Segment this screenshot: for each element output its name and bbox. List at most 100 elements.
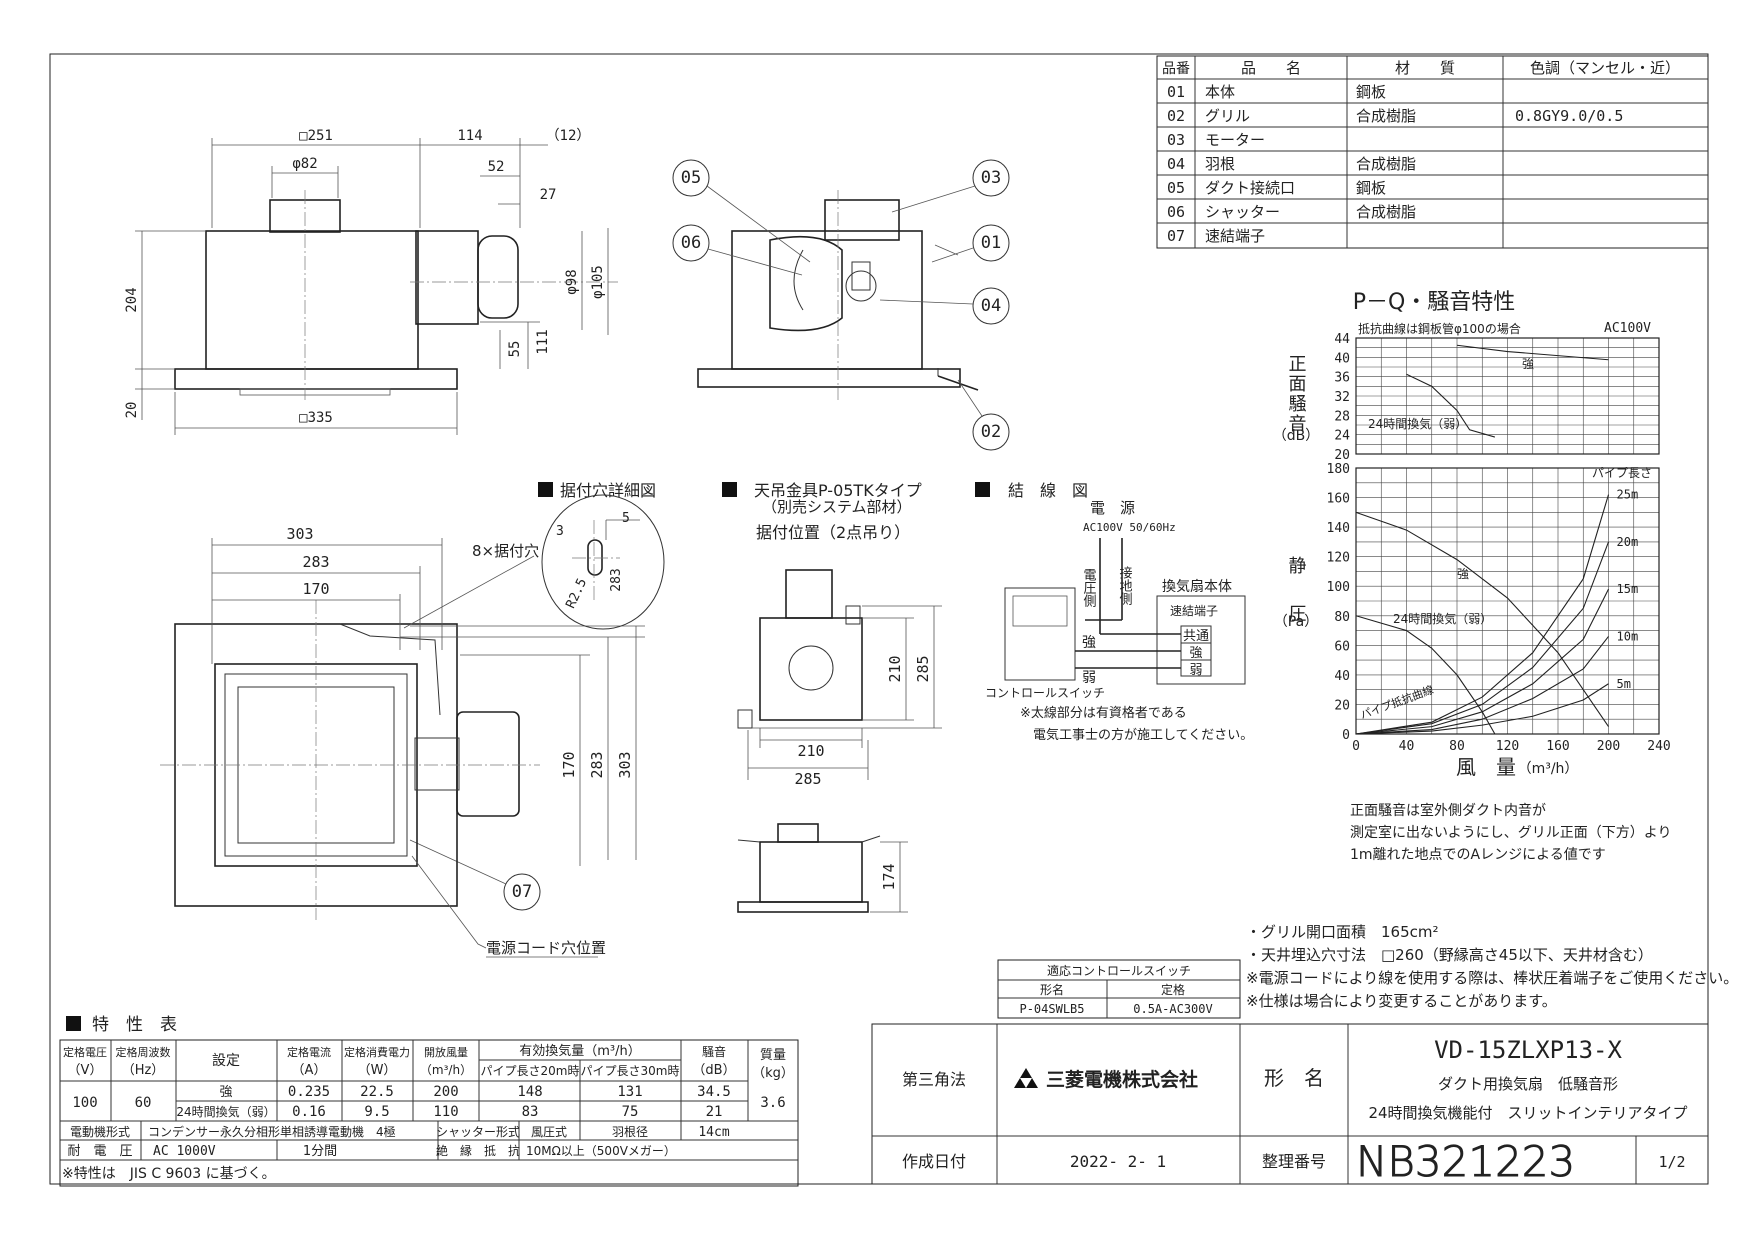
row1-current: 0.235 [288, 1084, 330, 1100]
row1-eff20: 148 [517, 1084, 542, 1100]
page-number: 1/2 [1658, 1153, 1685, 1171]
callout-03: 03 [981, 168, 1001, 188]
row1-eff30: 131 [617, 1084, 642, 1100]
wiring-note1: ※太線部分は有資格者である [1020, 705, 1187, 721]
series-line [1456, 344, 1609, 361]
bottom-view: 303 283 170 8×据付穴 170 283 303 電源コード穴位置 [160, 525, 645, 958]
series-line [1355, 588, 1609, 735]
wiring-label-strong: 強 [1082, 635, 1096, 651]
shutter-label: シャッター形式 [436, 1125, 520, 1139]
mounting-holes-label: 8×据付穴 [472, 542, 539, 560]
switch-h-model: 形名 [1040, 982, 1064, 997]
date-label: 作成日付 [902, 1152, 966, 1171]
dim-52: 52 [488, 159, 505, 175]
h-current-unit: （A） [292, 1063, 327, 1078]
pressure-y-tick: 180 [1327, 462, 1350, 477]
callouts: 05 03 06 01 04 02 07 [409, 159, 1010, 911]
side-view: □251 114 （12） φ82 52 27 204 φ98 φ105 55 … [124, 128, 618, 435]
part-material: 鋼板 [1356, 83, 1386, 101]
h-mass: 質量 [760, 1048, 786, 1063]
part-material: 合成樹脂 [1356, 155, 1416, 173]
parts-header-no: 品番 [1162, 61, 1190, 77]
withstand-time: 1分間 [303, 1144, 337, 1159]
logo-mark-1 [1020, 1068, 1032, 1078]
h-open: 開放風量 [424, 1045, 468, 1059]
x-tick: 40 [1399, 739, 1415, 754]
dim-204: 204 [124, 287, 140, 312]
part-material: 合成樹脂 [1356, 203, 1416, 221]
blade-value: 14cm [698, 1125, 729, 1140]
pressure-strong-label: 強 [1457, 567, 1469, 581]
wiring-hot: 電圧側 [1081, 568, 1097, 607]
dim-20: 20 [124, 402, 140, 419]
h-effective-20m: パイプ長さ20m時 [481, 1064, 580, 1078]
bv-dim-170: 170 [302, 580, 329, 598]
row1-noise: 34.5 [697, 1084, 731, 1100]
projection: 第三角法 [902, 1070, 966, 1089]
pressure-y-tick: 80 [1334, 610, 1350, 625]
dim-27: 27 [540, 187, 557, 203]
dim-335: □335 [299, 410, 333, 426]
pipe-length-label: 5m [1617, 677, 1631, 691]
row2-noise: 21 [706, 1104, 723, 1120]
hole-detail: 据付穴詳細図 3 5 283 R2.5 [538, 481, 665, 630]
noise-weak-label: 24時間換気（弱） [1368, 416, 1467, 431]
chart-xunit: （m³/h） [1518, 761, 1579, 777]
x-tick: 160 [1546, 739, 1569, 754]
model-desc-1: ダクト用換気扇 低騒音形 [1438, 1075, 1618, 1093]
wiring-title: 結 線 図 [1008, 481, 1088, 500]
withstand-label: 耐 電 圧 [67, 1144, 132, 1159]
row2-power: 9.5 [364, 1104, 389, 1120]
motor-label: 電動機形式 [70, 1124, 130, 1139]
part-no: 06 [1167, 203, 1185, 221]
pressure-y-tick: 140 [1327, 521, 1350, 536]
h-current: 定格電流 [287, 1045, 331, 1059]
noise-y-tick: 36 [1334, 371, 1350, 386]
noise-y-tick: 44 [1334, 332, 1350, 347]
wiring-label-weak: 弱 [1082, 670, 1096, 686]
noise-unit: （dB） [1273, 428, 1320, 444]
part-no: 02 [1167, 107, 1185, 125]
x-tick: 200 [1597, 739, 1620, 754]
wiring-ground: 接地側 [1117, 565, 1133, 605]
wiring-body: 換気扇本体 [1162, 579, 1232, 595]
chart-xlabel: 風 量 [1456, 755, 1516, 779]
hanger-dim-210v: 210 [886, 655, 904, 682]
chart-supply: AC100V [1604, 321, 1651, 336]
wiring-power: 電 源 [1090, 499, 1135, 517]
hole-dim-283: 283 [609, 568, 624, 591]
pressure-y-tick: 160 [1327, 492, 1350, 507]
switch-table: 適応コントロールスイッチ 形名 定格 P-04SWLB5 0.5A-AC300V [997, 959, 1241, 1019]
series-line [1355, 494, 1610, 735]
part-no: 04 [1167, 155, 1185, 173]
section-view [697, 190, 979, 400]
part-material: 鋼板 [1356, 179, 1386, 197]
callout-01: 01 [981, 233, 1001, 253]
wiring-strong: 強 [1189, 646, 1202, 661]
pressure-y-tick: 60 [1334, 639, 1350, 654]
row2-open: 110 [433, 1104, 458, 1120]
wiring-weak: 弱 [1189, 663, 1202, 678]
parts-header-color: 色調（マンセル・近） [1530, 59, 1680, 77]
h-noise: 騒音 [702, 1044, 726, 1059]
hanger-dim-285v: 285 [914, 655, 932, 682]
row1-power: 22.5 [360, 1084, 394, 1100]
part-name: 羽根 [1205, 155, 1235, 173]
hanger-dim-174: 174 [880, 863, 898, 890]
pipe-curve-label: パイプ抵抗曲線 [1358, 682, 1435, 721]
hanger-dim-210h: 210 [797, 742, 824, 760]
series-line [1355, 541, 1610, 735]
h-freq: 定格周波数 [116, 1045, 171, 1059]
spec-freq: 60 [135, 1095, 152, 1111]
part-material: 合成樹脂 [1356, 107, 1416, 125]
h-setting: 設定 [212, 1053, 240, 1069]
pipe-length-label: 10m [1617, 629, 1639, 643]
h-freq-unit: （Hz） [122, 1063, 165, 1078]
motor-value: コンデンサー永久分相形単相誘導電動機 4極 [148, 1124, 396, 1139]
model-desc-2: 24時間換気機能付 スリットインテリアタイプ [1368, 1104, 1687, 1122]
logo-mark-3 [1026, 1078, 1038, 1088]
noise-y-tick: 28 [1334, 409, 1350, 424]
callout-02: 02 [981, 422, 1001, 442]
